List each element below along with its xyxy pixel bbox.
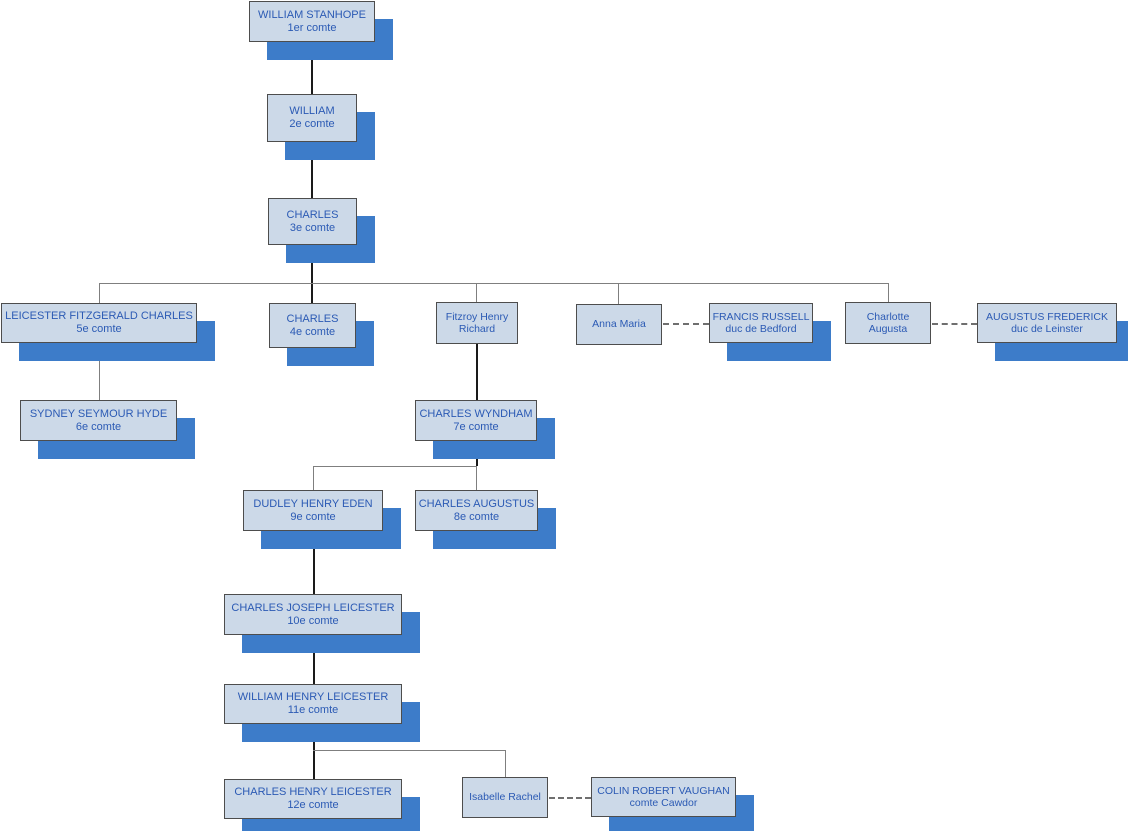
node-name: COLIN ROBERT VAUGHAN <box>597 784 730 797</box>
node-title: 6e comte <box>75 420 122 433</box>
connector-generation-12-bus <box>313 750 505 751</box>
node-title: 4e comte <box>289 325 336 338</box>
connector-fitzroy-to-7e <box>476 344 478 400</box>
marriage-link-anna-maria-francis-russell <box>663 323 709 325</box>
node-title: 8e comte <box>453 510 500 523</box>
node-isabelle-rachel[interactable]: Isabelle Rachel <box>462 777 548 818</box>
connector-11e-drop <box>313 724 315 779</box>
node-title: Richard <box>458 323 496 335</box>
node-title: 10e comte <box>287 614 339 627</box>
node-title: 2e comte <box>289 118 335 130</box>
node-charles-wyndham-7e-comte[interactable]: CHARLES WYNDHAM 7e comte <box>415 400 537 441</box>
node-charles-4e-comte[interactable]: CHARLES 4e comte <box>269 303 356 348</box>
node-name: AUGUSTUS FREDERICK <box>986 310 1108 323</box>
node-name: DUDLEY HENRY EDEN <box>253 497 373 510</box>
marriage-link-charlotte-augustus <box>932 323 977 325</box>
node-title: 9e comte <box>290 510 336 523</box>
node-name: CHARLES AUGUSTUS <box>418 497 535 510</box>
node-title: 5e comte <box>76 323 122 335</box>
node-title: Augusta <box>868 323 908 335</box>
node-name: WILLIAM <box>289 105 335 118</box>
node-name: Isabelle Rachel <box>469 791 541 804</box>
node-name: WILLIAM HENRY LEICESTER <box>237 691 389 704</box>
marriage-link-isabelle-colin <box>549 797 591 799</box>
node-title: 11e comte <box>287 704 339 716</box>
node-name: CHARLES <box>286 208 339 221</box>
node-charles-3e-comte[interactable]: CHARLES 3e comte <box>268 198 357 245</box>
node-francis-russell-duc-de-bedford[interactable]: FRANCIS RUSSELL duc de Bedford <box>709 303 813 343</box>
node-fitzroy-henry-richard[interactable]: Fitzroy Henry Richard <box>436 302 518 344</box>
node-title: 12e comte <box>287 799 339 811</box>
node-leicester-fitzgerald-charles-5e-comte[interactable]: LEICESTER FITZGERALD CHARLES 5e comte <box>1 303 197 343</box>
node-title: 1er comte <box>287 21 337 34</box>
node-william-2e-comte[interactable]: WILLIAM 2e comte <box>267 94 357 142</box>
connector-5e-to-6e <box>99 343 100 400</box>
node-name: FRANCIS RUSSELL <box>712 310 810 323</box>
connector-10e-to-11e <box>313 635 315 684</box>
connector-3e-drop <box>311 245 313 303</box>
node-title: 7e comte <box>453 420 499 433</box>
node-charles-henry-leicester-12e-comte[interactable]: CHARLES HENRY LEICESTER 12e comte <box>224 779 402 819</box>
connector-drop-fitzroy <box>476 283 477 303</box>
node-charles-augustus-8e-comte[interactable]: CHARLES AUGUSTUS 8e comte <box>415 490 538 531</box>
node-name: Anna Maria <box>592 318 646 331</box>
node-name: Fitzroy Henry <box>445 310 509 323</box>
node-name: CHARLES HENRY LEICESTER <box>234 786 392 799</box>
connector-drop-5e <box>99 283 100 304</box>
connector-2e-to-3e <box>311 142 313 198</box>
node-colin-robert-vaughan-comte-cawdor[interactable]: COLIN ROBERT VAUGHAN comte Cawdor <box>591 777 736 817</box>
connector-drop-isabelle <box>505 750 506 777</box>
node-dudley-henry-eden-9e-comte[interactable]: DUDLEY HENRY EDEN 9e comte <box>243 490 383 531</box>
connector-generation-4-bus <box>99 283 889 284</box>
node-name: CHARLES JOSEPH LEICESTER <box>231 601 395 614</box>
node-name: CHARLES WYNDHAM <box>419 407 533 420</box>
connector-9e-to-10e <box>313 531 315 594</box>
node-title: duc de Bedford <box>725 323 797 335</box>
node-title: 3e comte <box>289 221 336 234</box>
connector-1er-to-2e <box>311 42 313 94</box>
node-title: duc de Leinster <box>1011 323 1083 335</box>
node-william-henry-leicester-11e-comte[interactable]: WILLIAM HENRY LEICESTER 11e comte <box>224 684 402 724</box>
node-name: SYDNEY SEYMOUR HYDE <box>29 407 168 420</box>
node-title: comte Cawdor <box>629 797 698 809</box>
node-charles-joseph-leicester-10e-comte[interactable]: CHARLES JOSEPH LEICESTER 10e comte <box>224 594 402 635</box>
connector-drop-8e <box>476 466 477 490</box>
node-sydney-seymour-hyde-6e-comte[interactable]: SYDNEY SEYMOUR HYDE 6e comte <box>20 400 177 441</box>
node-name: CHARLES <box>286 312 339 325</box>
node-name: WILLIAM STANHOPE <box>258 8 366 21</box>
node-name: Charlotte <box>866 310 910 323</box>
node-name: LEICESTER FITZGERALD CHARLES <box>5 310 193 323</box>
node-william-stanhope-1er-comte[interactable]: WILLIAM STANHOPE 1er comte <box>249 1 375 42</box>
connector-drop-9e <box>313 466 314 490</box>
connector-generation-9-bus <box>313 466 477 467</box>
connector-drop-charlotte <box>888 283 889 303</box>
node-anna-maria[interactable]: Anna Maria <box>576 304 662 345</box>
connector-drop-anna-maria <box>618 283 619 305</box>
node-augustus-frederick-duc-de-leinster[interactable]: AUGUSTUS FREDERICK duc de Leinster <box>977 303 1117 343</box>
node-charlotte-augusta[interactable]: Charlotte Augusta <box>845 302 931 344</box>
